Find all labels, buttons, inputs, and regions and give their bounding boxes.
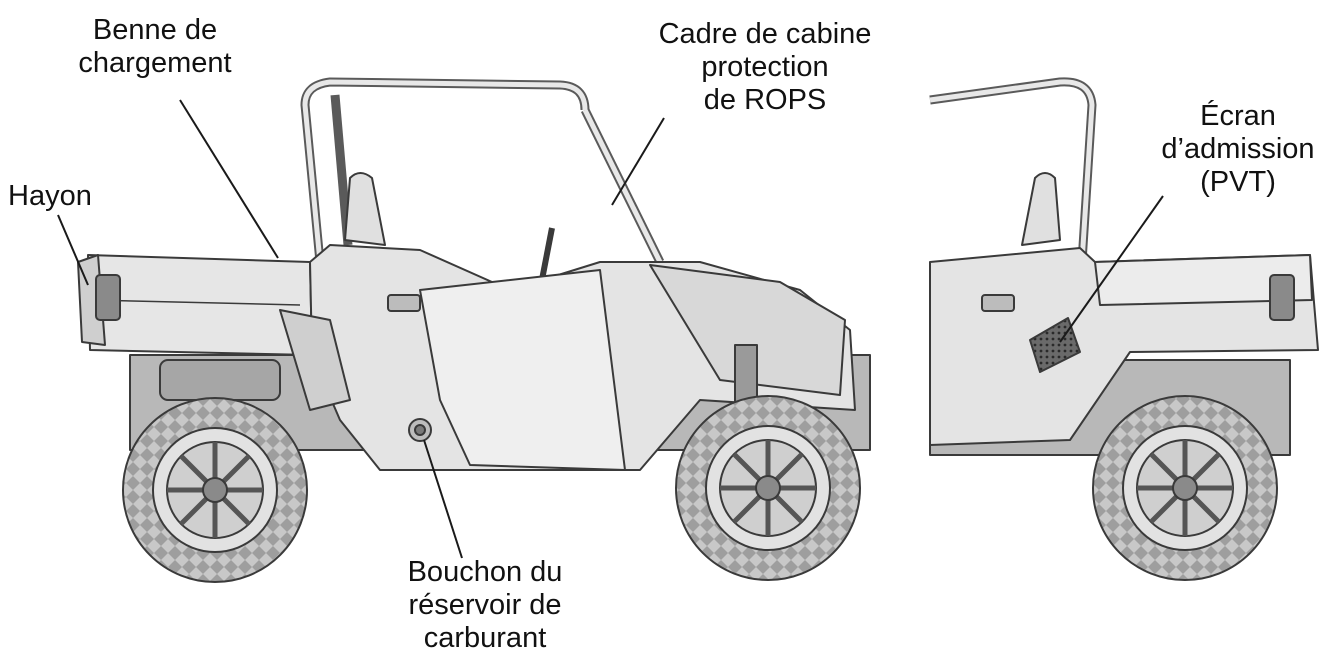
label-hayon-line-1: Hayon xyxy=(8,180,92,212)
vehicle-left xyxy=(77,77,871,583)
front-wheel xyxy=(675,395,861,581)
label-hayon: Hayon xyxy=(8,180,92,213)
vehicle-right-partial xyxy=(929,77,1319,581)
leader-lines xyxy=(57,99,1164,559)
door-panel xyxy=(419,269,626,471)
label-bouchon-line-1: Bouchon du xyxy=(407,556,563,588)
label-bouchon-line-3: carburant xyxy=(423,622,547,654)
label-benne-line-2: chargement xyxy=(78,47,232,79)
label-cadre-line-3: de ROPS xyxy=(703,84,827,116)
label-cadre-rops: Cadre de cabine protection de ROPS xyxy=(640,18,890,117)
right-rear-wheel xyxy=(1092,395,1278,581)
label-bouchon-line-2: réservoir de xyxy=(408,589,562,621)
label-ecran-admission: Écran d’admission (PVT) xyxy=(1158,100,1318,199)
label-bouchon-reservoir: Bouchon du réservoir de carburant xyxy=(390,556,580,655)
leader-bouchon xyxy=(423,439,463,559)
label-ecran-line-1: Écran xyxy=(1200,100,1276,132)
label-benne-de-chargement: Benne de chargement xyxy=(70,14,240,80)
label-cadre-line-1: Cadre de cabine xyxy=(658,18,872,50)
label-ecran-line-3: (PVT) xyxy=(1200,166,1276,198)
label-ecran-line-2: d’admission xyxy=(1161,133,1315,165)
label-benne-line-1: Benne de xyxy=(92,14,218,46)
seat xyxy=(344,172,386,246)
leader-benne xyxy=(179,99,279,259)
leader-ecran xyxy=(1059,195,1164,343)
door-handle xyxy=(387,294,421,312)
rear-wheel xyxy=(122,397,308,583)
leader-hayon xyxy=(57,214,89,286)
label-cadre-line-2: protection xyxy=(701,51,829,83)
leader-cadre xyxy=(611,117,665,206)
